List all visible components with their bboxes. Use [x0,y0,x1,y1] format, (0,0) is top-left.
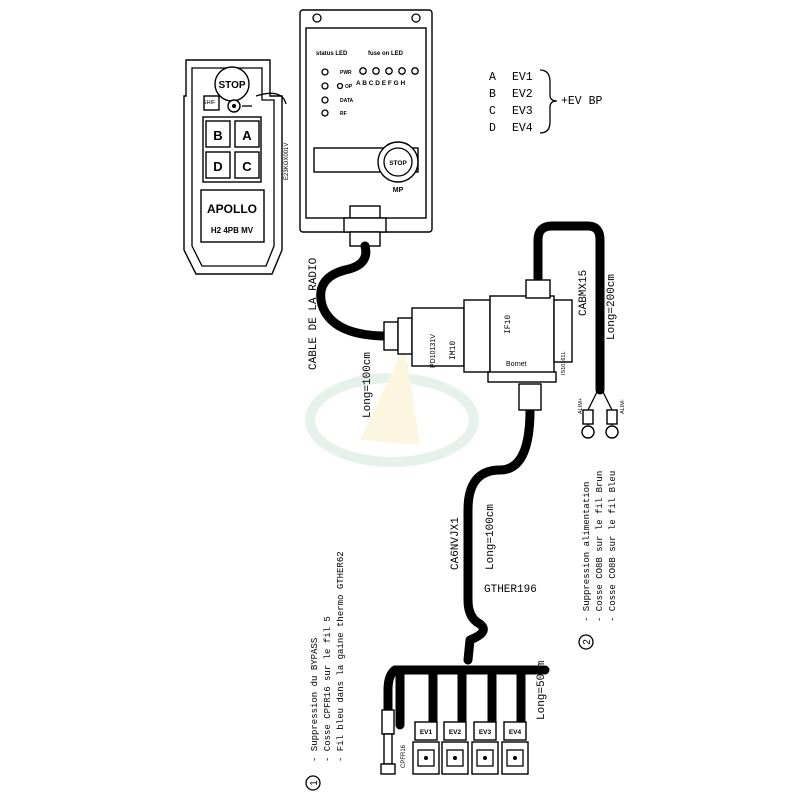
note-2-line-3: - Cosse CO8B sur le fil Bleu [608,471,618,622]
main-cable [383,405,550,730]
cpfr-terminal: CPFR16 [380,709,407,775]
valve-label: EV3 [479,729,492,736]
remote-model: H2 4PB MV [211,226,254,235]
valve-label: EV1 [420,729,433,736]
data-label: DATA [340,98,354,104]
legend-letter: A [489,71,496,84]
rf-label: RF [340,111,347,117]
radio-cable-name: CABLE DE LA RADIO [308,257,320,370]
main-cable-length: Long=100cm [485,504,497,570]
valves-cable-length: Long=50cm [536,660,548,720]
remote-button-c-label: C [242,159,252,174]
note-1-line-1: - Suppression du BYPASS [310,638,320,762]
radio-cable-length: Long=100cm [362,352,374,418]
legend-valve: EV4 [512,122,533,135]
remote-button-c [234,151,260,179]
power-cable [533,221,605,395]
remote-button-d-label: D [213,159,222,174]
legend-valve: EV2 [512,88,533,101]
note-1: 1 - Suppression du BYPASS - Cosse CPFR16… [305,551,346,791]
remote-transmitter: STOP SHIF B A D C APOLLO H2 4PB MV E23KO… [183,59,290,275]
fuse-letters: A B C D E F G H [356,80,406,87]
legend-valve: EV1 [512,71,533,84]
legend-group: +EV BP [561,95,603,108]
legend-letter: D [489,122,496,135]
ring-terminal-icon [605,425,619,439]
remote-reference: E23KOX001V [284,143,290,180]
module-bornet: Bornet [506,361,527,368]
note-2-line-2: - Cosse CO8B sur le fil Brun [595,471,605,622]
main-cable-name: CA6NVJX1 [450,517,462,570]
note-2-number: 2 [582,639,593,645]
note-1-line-3: - Fil bleu dans la gaine thermo GTHER62 [336,551,346,762]
main-connector [518,383,542,411]
radio-connector [383,321,399,351]
legend-valve: EV3 [512,105,533,118]
fuse-led-title: fuse on LED [368,51,404,57]
pwr-label: PWR [340,70,352,76]
status-led-column [321,68,329,117]
module-side-ref: IS10161L [561,351,567,375]
cpfr-label: CPFR16 [401,744,407,768]
thermo-sleeve-label: GTHER196 [484,584,537,596]
power-cable-length: Long=200cm [606,274,618,340]
note-2-line-1: - Suppression alimentation [582,482,592,622]
power-cable-name: CABMX15 [578,270,590,316]
fuse-led-row [359,67,419,75]
receiver-box: status LED fuse on LED PWR OP DATA RF A … [299,9,433,247]
note-1-line-2: - Cosse CPFR16 sur le fil 5 [323,616,333,762]
valve-label: EV4 [509,729,522,736]
power-terminals: ALIM+ ALIM- [578,389,626,439]
remote-button-d [205,151,231,179]
mp-label: MP [393,187,404,194]
mount-hole-icon [312,13,322,23]
alim-plus-label: ALIM+ [578,398,584,414]
valve-connector-ev2: EV2 [441,721,469,775]
remote-shift-key [203,95,220,111]
remote-button-a [234,120,260,148]
radio-cable [316,241,389,341]
alim-minus-label: ALIM- [620,399,626,414]
note-1-number: 1 [309,780,320,786]
watermark-logo [305,345,479,467]
module-body [489,295,555,377]
valve-connector-ev1: EV1 [412,721,440,775]
remote-button-a-label: A [242,128,252,143]
mp-stop-label: STOP [389,160,407,167]
module-im: IM10 [449,341,458,360]
status-led-title: status LED [316,51,348,57]
valve-connector-ev3: EV3 [471,721,499,775]
legend-letter: C [489,105,496,118]
remote-brand: APOLLO [207,202,257,216]
op-label: OP [345,84,353,90]
ring-terminal-icon [581,425,595,439]
valve-label: EV2 [449,729,462,736]
valve-connectors: EV1 EV2 EV3 EV4 [412,721,529,775]
remote-shift-label: SHIF [203,100,216,106]
note-2: 2 - Suppression alimentation - Cosse CO8… [578,471,618,650]
mount-hole-icon [411,13,421,23]
legend-letter: B [489,88,496,101]
remote-stop-button: STOP [214,66,250,102]
power-connector [525,279,551,299]
junction-module: PD10131V IM10 IF10 Bornet IS10161L [383,279,573,411]
remote-stop-label: STOP [218,80,245,91]
remote-label-plate [200,189,265,243]
valve-connector-ev4: EV4 [501,721,529,775]
module-ref: PD10131V [430,334,437,368]
remote-button-b [205,120,231,148]
remote-button-b-label: B [213,128,222,143]
receiver-cable-gland [343,205,387,247]
module-if: IF10 [504,315,513,334]
